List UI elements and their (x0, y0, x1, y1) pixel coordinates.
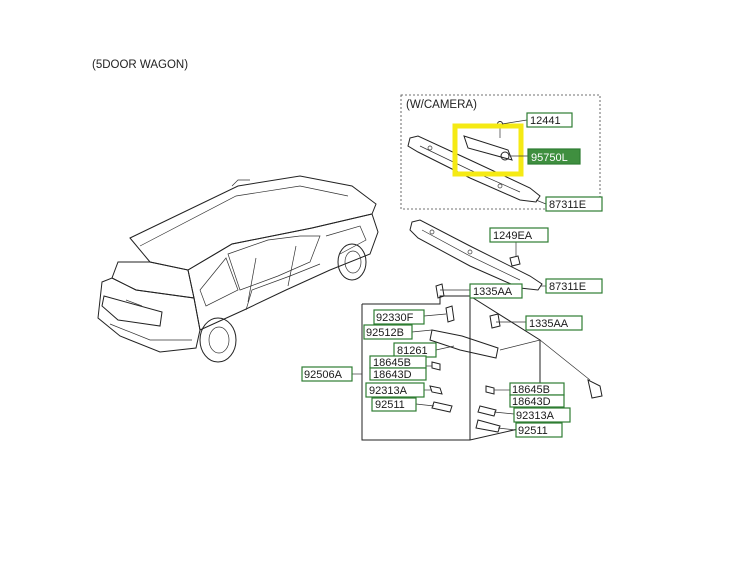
svg-text:1335AA: 1335AA (473, 286, 513, 298)
svg-text:1335AA: 1335AA (529, 318, 569, 330)
svg-text:12441: 12441 (530, 115, 561, 127)
callout-87311E-upper[interactable]: 87311E (545, 196, 603, 212)
svg-text:87311E: 87311E (549, 281, 586, 293)
car-illustration (97, 175, 379, 363)
svg-text:87311E: 87311E (549, 199, 586, 211)
callout-81261[interactable]: 81261 (393, 342, 437, 358)
callout-92313A-left[interactable]: 92313A (365, 382, 425, 398)
camera-inset-border (400, 94, 601, 210)
callout-18643D-right[interactable]: 18643D (509, 394, 565, 408)
svg-text:92511: 92511 (375, 399, 405, 411)
svg-text:92506A: 92506A (304, 369, 343, 381)
svg-text:92511: 92511 (518, 425, 548, 437)
callout-95750L[interactable]: 95750L (527, 148, 581, 165)
callout-87311E-lower[interactable]: 87311E (545, 278, 603, 294)
callout-18643D-left[interactable]: 18643D (369, 367, 427, 381)
callout-1249EA[interactable]: 1249EA (489, 227, 549, 243)
svg-text:18643D: 18643D (512, 396, 551, 408)
variant-label: (5DOOR WAGON) (92, 59, 188, 71)
callout-18645B-right[interactable]: 18645B (509, 382, 565, 396)
svg-text:1249EA: 1249EA (493, 230, 533, 242)
assembly-box-top (362, 295, 470, 305)
callout-1335AA-upper[interactable]: 1335AA (469, 283, 523, 299)
svg-text:95750L: 95750L (531, 152, 568, 164)
callout-92512B[interactable]: 92512B (363, 324, 413, 340)
callout-1335AA-lower[interactable]: 1335AA (525, 315, 583, 331)
svg-text:18645B: 18645B (512, 384, 550, 396)
svg-text:92313A: 92313A (369, 385, 408, 397)
lower-garnish (409, 219, 543, 291)
callout-92511-left[interactable]: 92511 (371, 397, 417, 412)
callout-18645B-left[interactable]: 18645B (369, 355, 427, 369)
inset-label: (W/CAMERA) (406, 99, 477, 111)
highlight-box (452, 123, 524, 177)
svg-text:92313A: 92313A (516, 410, 555, 422)
svg-text:92512B: 92512B (366, 327, 404, 339)
callout-92506A[interactable]: 92506A (301, 366, 353, 382)
callout-92511-right[interactable]: 92511 (515, 422, 563, 438)
callout-12441[interactable]: 12441 (526, 112, 573, 128)
svg-text:18645B: 18645B (373, 357, 411, 369)
callout-92313A-right[interactable]: 92313A (513, 407, 571, 423)
clip-part (509, 255, 521, 267)
callout-92330F[interactable]: 92330F (373, 309, 425, 325)
svg-text:81261: 81261 (397, 345, 428, 357)
assembly-box (361, 295, 541, 441)
svg-text:92330F: 92330F (376, 312, 414, 324)
svg-text:18643D: 18643D (373, 369, 412, 381)
leader-lines (352, 119, 547, 431)
